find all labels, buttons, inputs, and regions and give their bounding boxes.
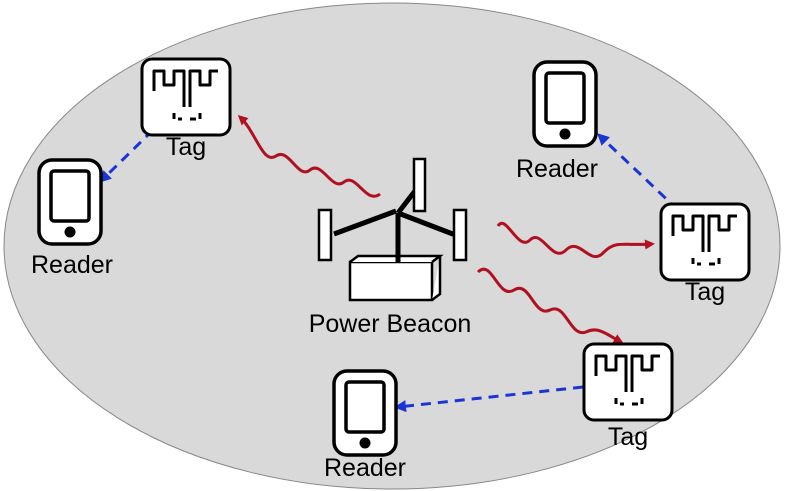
tablet-reader-icon	[332, 369, 398, 457]
backscatter-link-right	[597, 133, 680, 212]
power-beacon-icon	[317, 157, 468, 302]
reader-label-left: Reader	[31, 251, 113, 279]
rf-wave-to-tag-right	[496, 221, 655, 259]
rfid-tag-icon	[659, 202, 751, 282]
tag-label-bottom-right: Tag	[608, 423, 648, 451]
rfid-tag-icon	[582, 342, 674, 422]
tablet-reader-icon	[37, 158, 103, 246]
rf-wave-to-tag-top-left	[237, 114, 381, 198]
tag-label-right: Tag	[685, 278, 725, 306]
beacon-label: Power Beacon	[309, 310, 472, 338]
rf-wave-to-tag-bottom-right	[476, 267, 624, 344]
tablet-reader-icon	[532, 60, 598, 148]
reader-label-top-right: Reader	[516, 155, 598, 183]
reader-label-bottom: Reader	[324, 454, 406, 482]
backscatter-link-bottom	[394, 385, 584, 413]
rfid-tag-icon	[140, 57, 232, 137]
tag-label-top-left: Tag	[166, 133, 206, 161]
backscatter-link-top-left	[99, 128, 155, 183]
